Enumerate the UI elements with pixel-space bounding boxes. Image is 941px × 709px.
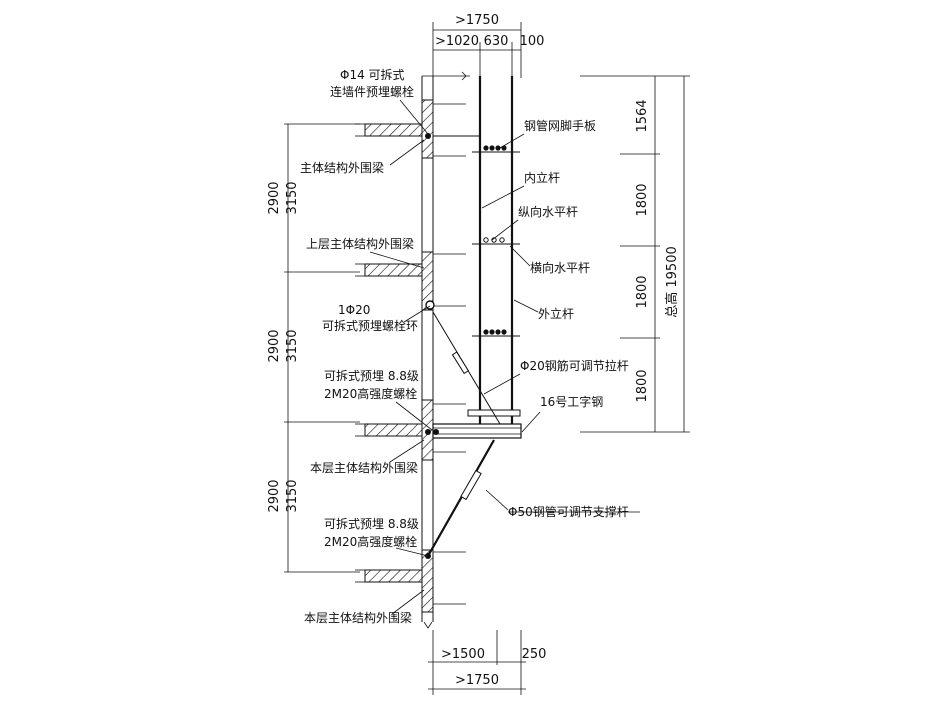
right-labels: 钢管网脚手板 内立杆 纵向水平杆 横向水平杆 外立杆 Φ20钢筋可调节拉杆 16… bbox=[481, 118, 640, 519]
dim-right-1: 1564 bbox=[635, 99, 650, 132]
top-dimension-group: >1750 >1020 630 100 bbox=[432, 13, 545, 78]
dim-right-4: 1800 bbox=[635, 369, 650, 402]
scaffold bbox=[425, 76, 521, 424]
label-beam-upper: 上层主体结构外围梁 bbox=[306, 236, 414, 251]
dim-total-height: 总高 19500 bbox=[664, 246, 680, 318]
bottom-dimension-group: >1500 250 >1750 bbox=[428, 630, 546, 695]
label-hsbolt2-1: 可拆式预埋 8.8级 bbox=[324, 516, 419, 531]
support-strut bbox=[425, 439, 495, 559]
label-long-bar: 纵向水平杆 bbox=[518, 204, 578, 219]
label-inner-pole: 内立杆 bbox=[524, 170, 560, 185]
left-dimension-group: 2900 3150 2900 3150 2900 3150 bbox=[267, 123, 360, 573]
fastener-dots bbox=[483, 145, 507, 335]
dim-bottom-a: >1500 bbox=[441, 647, 485, 662]
wall-ticks bbox=[433, 103, 466, 605]
label-toe-board: 钢管网脚手板 bbox=[524, 118, 596, 133]
floor-height-2b: 3150 bbox=[285, 329, 300, 362]
floor-slabs bbox=[355, 123, 423, 583]
label-beam-this-2: 本层主体结构外围梁 bbox=[304, 610, 412, 625]
dim-bottom-total: >1750 bbox=[455, 673, 499, 688]
label-outer-pole: 外立杆 bbox=[538, 306, 574, 321]
label-tie-rod: Φ20钢筋可调节拉杆 bbox=[520, 358, 629, 373]
floor-height-2: 2900 bbox=[267, 329, 282, 362]
dim-top-mid: 630 bbox=[484, 34, 509, 49]
left-labels: Φ14 可拆式 连墙件预埋螺栓 主体结构外围梁 上层主体结构外围梁 1Φ20 可… bbox=[300, 67, 433, 625]
right-dimension-group: 1564 1800 1800 1800 总高 19500 bbox=[580, 75, 690, 433]
label-i-beam: 16号工字钢 bbox=[540, 394, 603, 409]
dim-right-2: 1800 bbox=[635, 183, 650, 216]
dim-top-left: >1020 bbox=[435, 34, 479, 49]
floor-height-3: 2900 bbox=[267, 479, 282, 512]
label-bolt-top-2: 连墙件预埋螺栓 bbox=[330, 84, 414, 99]
label-hsbolt2-2: 2M20高强度螺栓 bbox=[324, 534, 417, 549]
dim-right-3: 1800 bbox=[635, 275, 650, 308]
floor-height-3b: 3150 bbox=[285, 479, 300, 512]
floor-height-1: 2900 bbox=[267, 181, 282, 214]
label-ring-2: 可拆式预埋螺栓环 bbox=[322, 318, 418, 333]
label-ring-1: 1Φ20 bbox=[338, 303, 370, 317]
label-strut: Φ50钢管可调节支撑杆 bbox=[508, 504, 629, 519]
label-hsbolt-1: 可拆式预埋 8.8级 bbox=[324, 368, 419, 383]
building-wall bbox=[421, 71, 470, 629]
label-bolt-top-1: Φ14 可拆式 bbox=[340, 67, 405, 82]
label-hsbolt-2: 2M20高强度螺栓 bbox=[324, 386, 417, 401]
floor-height-1b: 3150 bbox=[285, 181, 300, 214]
dim-top-total: >1750 bbox=[455, 13, 499, 28]
label-beam-this: 本层主体结构外围梁 bbox=[310, 460, 418, 475]
i-beam-cantilever bbox=[425, 423, 522, 439]
dim-bottom-b: 250 bbox=[522, 647, 547, 662]
label-cross-bar: 横向水平杆 bbox=[530, 260, 590, 275]
label-beam-main: 主体结构外围梁 bbox=[300, 160, 384, 175]
dim-top-right: 100 bbox=[520, 34, 545, 49]
tie-rod bbox=[425, 300, 501, 425]
